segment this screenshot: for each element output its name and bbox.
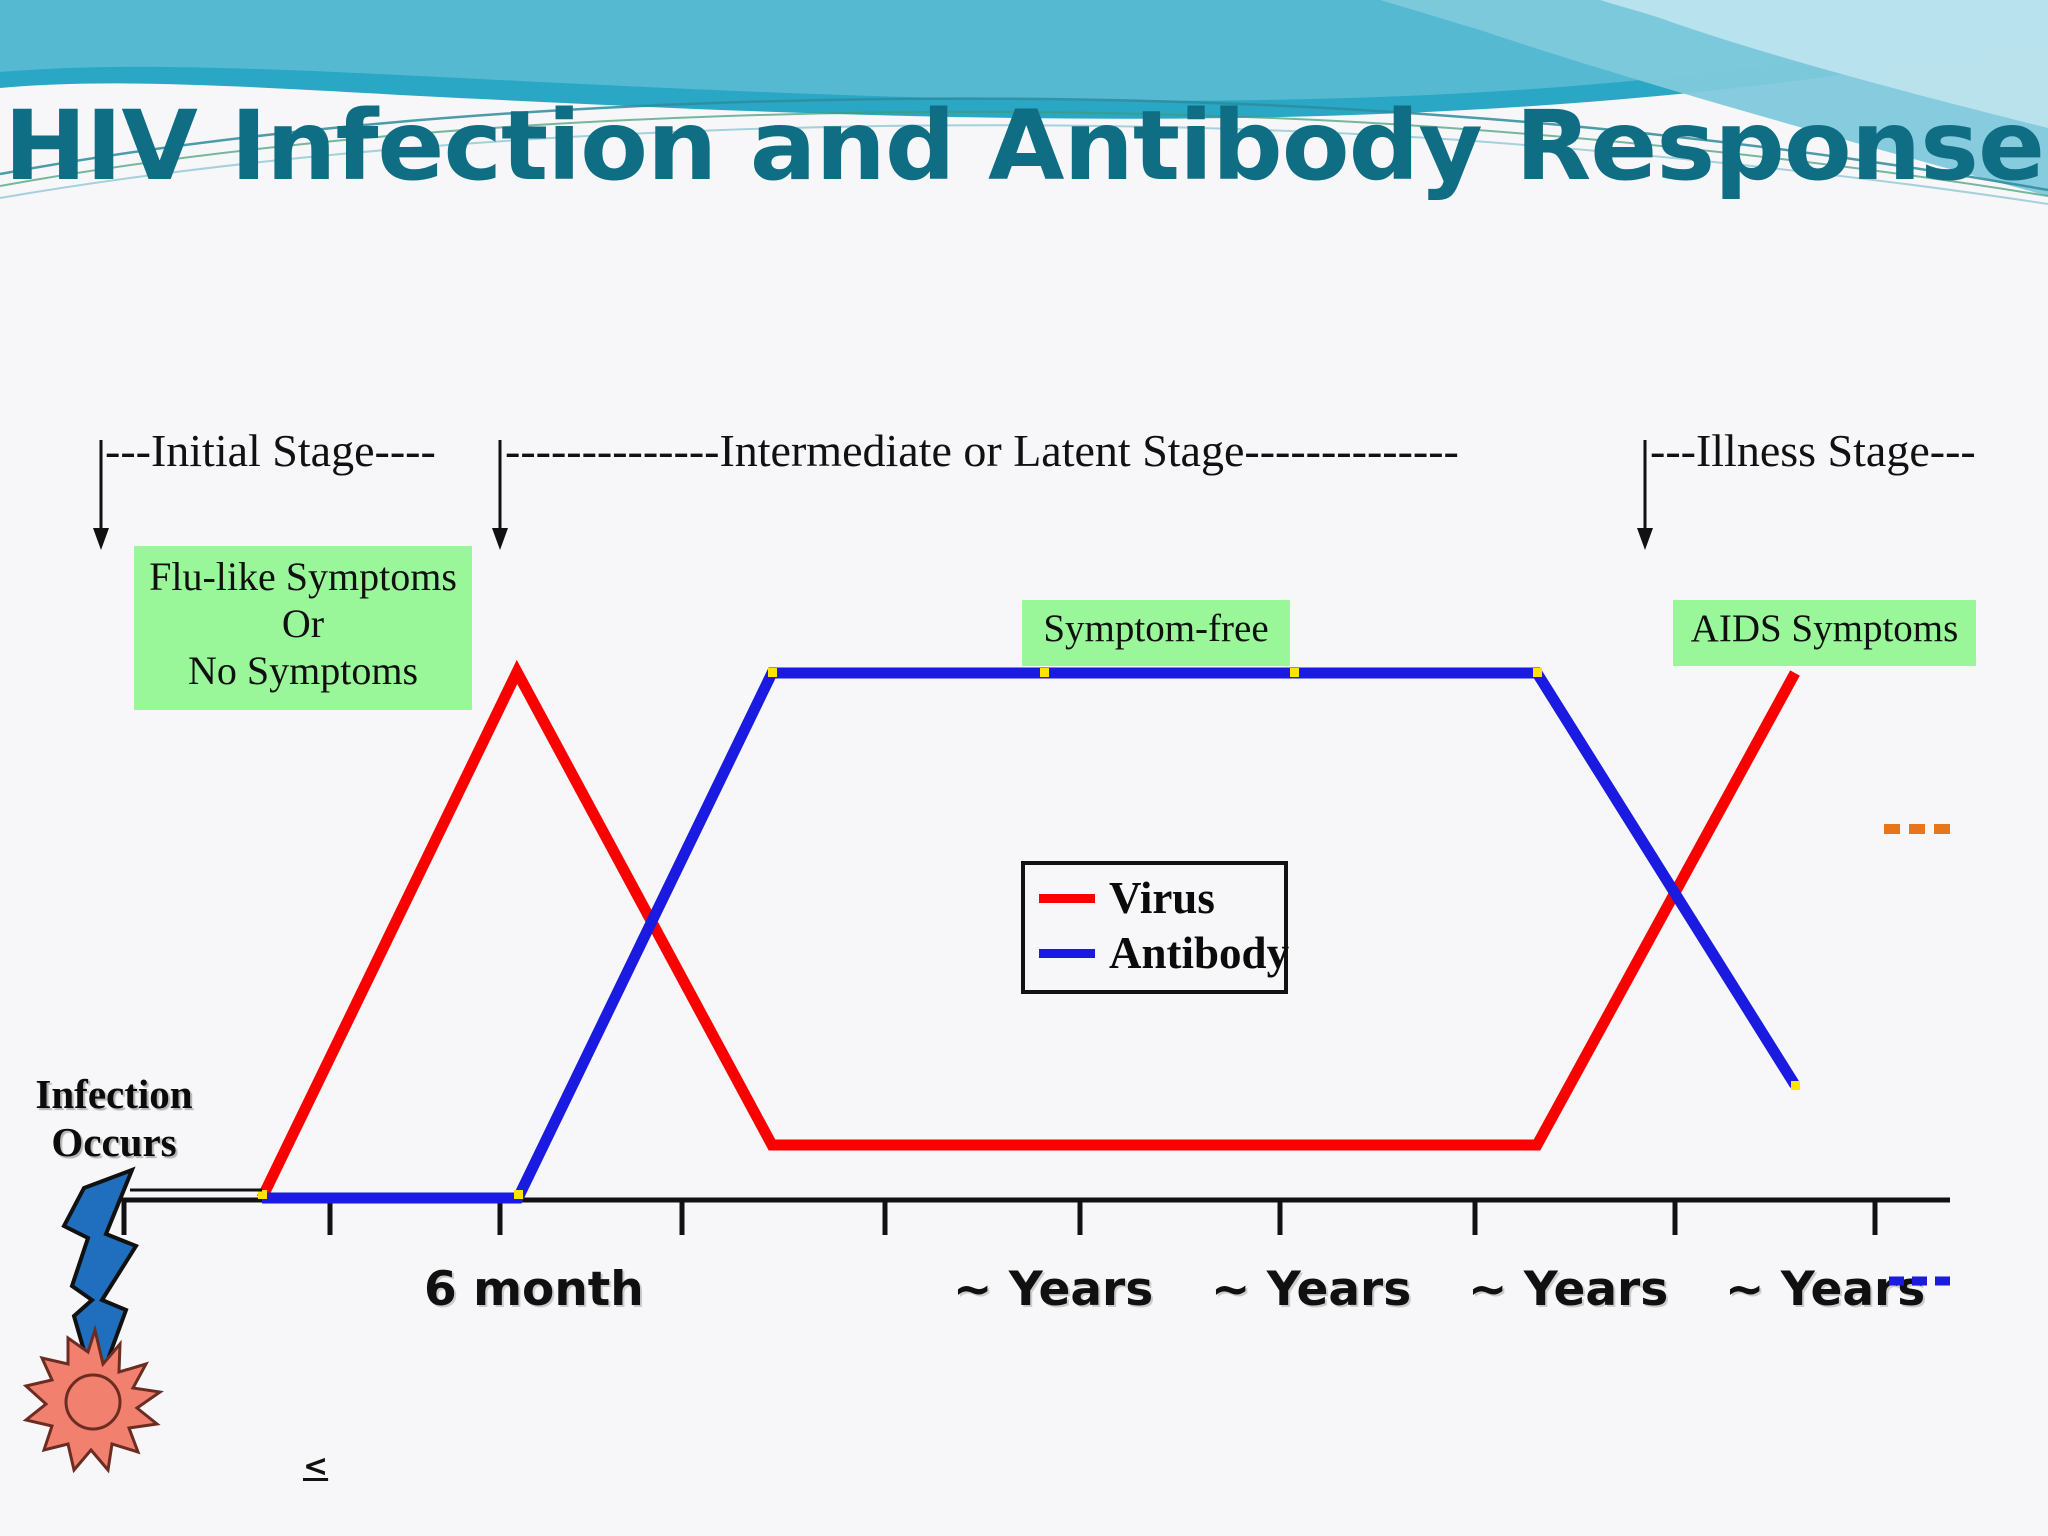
legend-item-virus: Virus bbox=[1039, 873, 1215, 923]
annotation-box-flu-like-symptoms: Flu-like Symptoms Or No Symptoms bbox=[134, 546, 472, 710]
legend-label-virus: Virus bbox=[1109, 873, 1215, 923]
x-axis-ticks bbox=[121, 1200, 1878, 1235]
orange-dash-mark bbox=[1884, 824, 1950, 834]
legend-swatch-virus bbox=[1039, 893, 1095, 903]
x-label-years-3: ~ Years bbox=[1468, 1262, 1669, 1317]
lightning-bolt-icon bbox=[61, 1166, 139, 1399]
stage-drop-arrow-latent bbox=[487, 440, 513, 550]
stage-label-latent: --------------Intermediate or Latent Sta… bbox=[505, 425, 1459, 476]
x-label-years-2: ~ Years bbox=[1211, 1262, 1412, 1317]
legend-label-antibody: Antibody bbox=[1109, 928, 1290, 978]
infection-occurs-label: Infection Occurs bbox=[35, 1071, 193, 1166]
x-label-years-4: ~ Years bbox=[1725, 1262, 1926, 1317]
chart-legend: Virus Antibody bbox=[1021, 861, 1289, 994]
stage-drop-arrow-initial bbox=[88, 440, 114, 550]
x-label-years-1: ~ Years bbox=[953, 1262, 1154, 1317]
header-decoration-band bbox=[0, 0, 2048, 232]
page-title: HIV Infection and Antibody Response bbox=[3, 90, 2045, 202]
legend-swatch-antibody bbox=[1039, 948, 1095, 958]
legend-item-antibody: Antibody bbox=[1039, 928, 1289, 978]
stage-drop-arrow-illness bbox=[1632, 440, 1658, 550]
x-label-6-month: 6 month bbox=[424, 1262, 644, 1317]
stage-label-illness: ---Illness Stage--- bbox=[1650, 425, 1976, 476]
stray-caret-mark: < bbox=[303, 1449, 329, 1484]
stage-label-initial: ---Initial Stage---- bbox=[105, 425, 436, 476]
blue-dash-mark bbox=[1889, 1276, 1951, 1286]
annotation-box-aids-symptoms: AIDS Symptoms bbox=[1673, 600, 1976, 666]
burst-icon bbox=[22, 1324, 164, 1474]
annotation-box-symptom-free: Symptom-free bbox=[1022, 600, 1290, 666]
